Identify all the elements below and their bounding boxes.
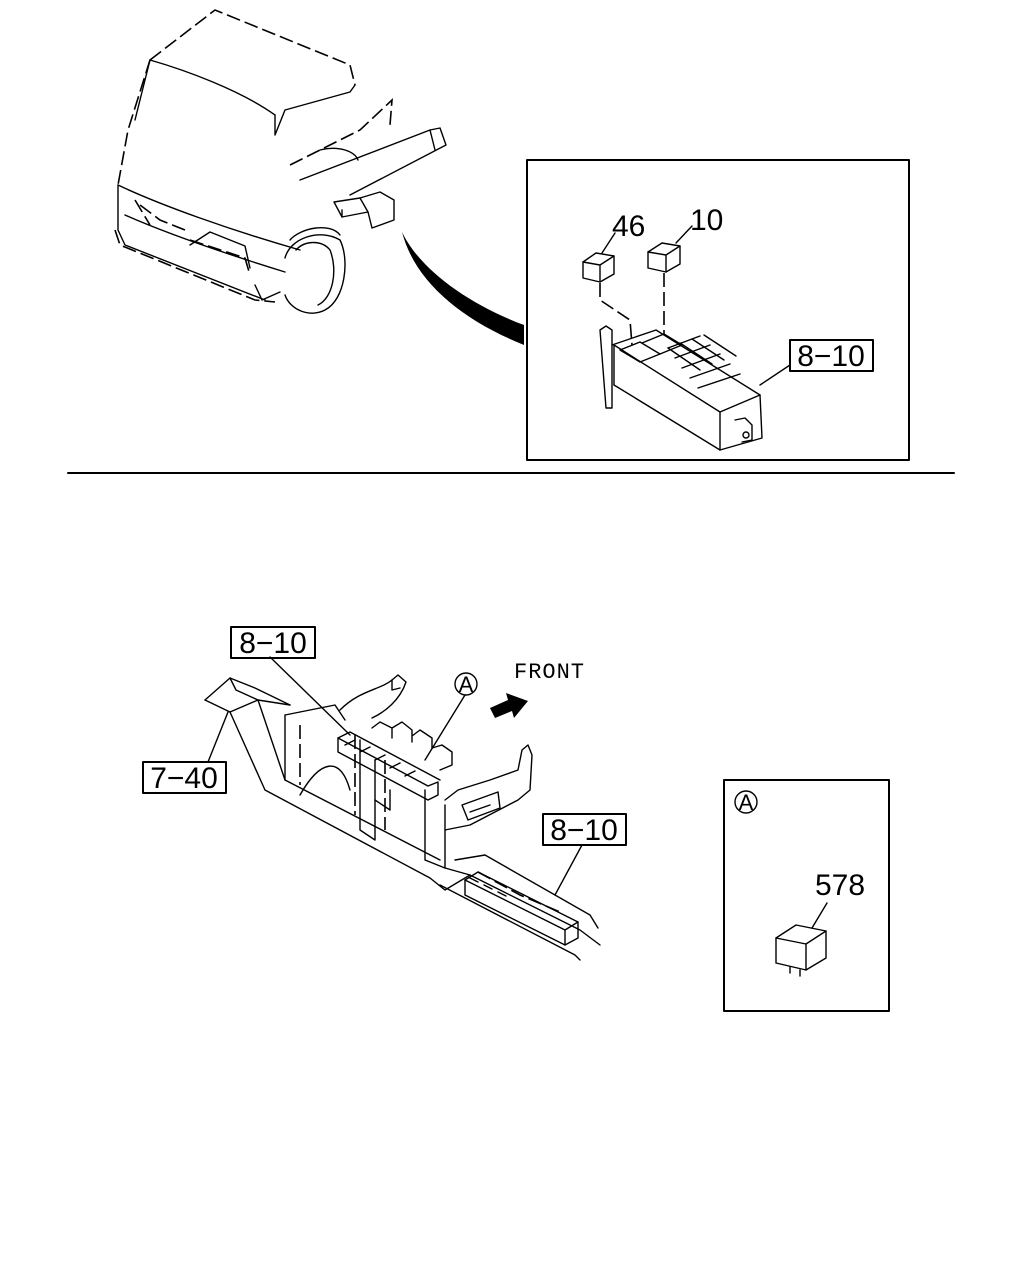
relay-10 [647,242,681,273]
front-label: FRONT [514,660,585,685]
assembly-ref-lower: 8−10 [550,814,618,847]
assembly-ref-upper: 8−10 [239,627,307,660]
truck-cab-illustration [114,9,447,314]
chassis-frame-illustration [204,674,601,961]
assembly-ref-box-lower [542,813,627,846]
part-number-578: 578 [815,869,865,902]
top-detail-frame [526,159,910,461]
detail-pointer [402,232,524,345]
relay-578 [775,924,827,977]
frame-ref-box [142,761,227,794]
assembly-ref-top: 8−10 [797,340,865,373]
detail-a-marker: A [739,790,754,815]
frame-ref: 7−40 [150,762,218,795]
assembly-ref-box-top [789,339,874,372]
part-number-10: 10 [690,204,723,237]
fuse-box-detail [599,325,763,451]
view-marker: A [459,672,474,697]
detail-a-frame [723,779,890,1012]
front-arrow-icon [490,693,528,718]
detail-a-marker-circle [734,790,758,814]
assembly-ref-box-upper [230,626,316,659]
part-number-46: 46 [612,210,645,243]
relay-46 [582,252,615,283]
view-marker-circle [454,672,478,696]
